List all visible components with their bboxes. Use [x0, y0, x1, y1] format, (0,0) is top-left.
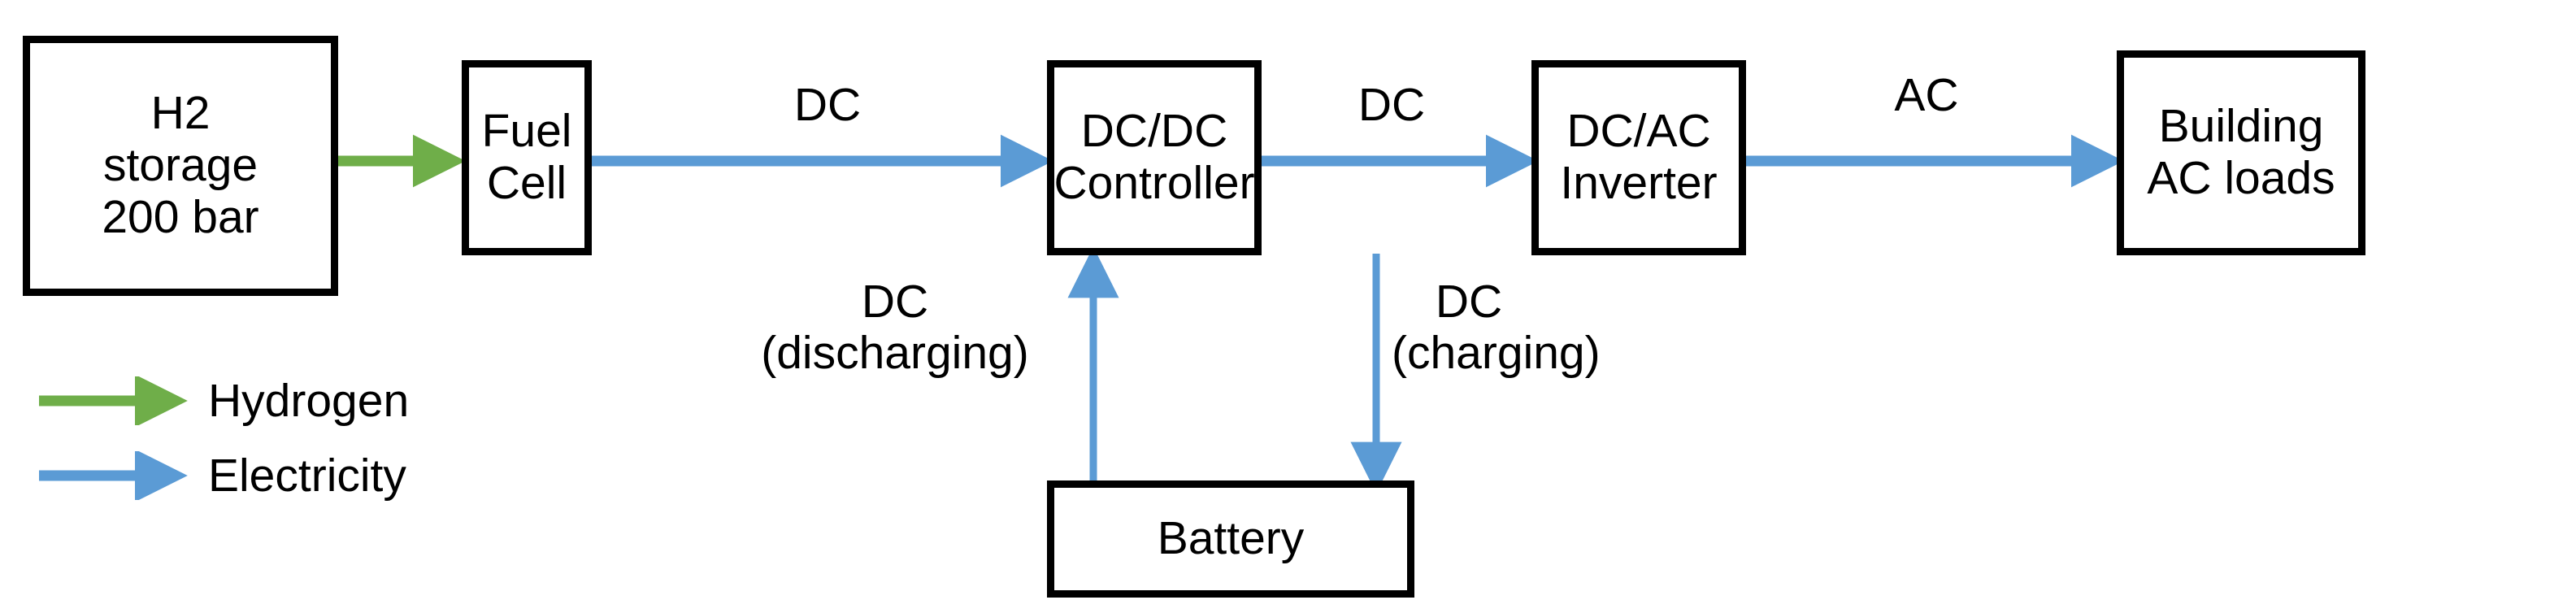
edge-label-fuelcell-to-dcdc: DC — [762, 80, 893, 131]
edge-label-inverter-to-building: AC — [1861, 70, 1992, 121]
node-battery-line-1: Battery — [1157, 512, 1305, 565]
node-dcdc-controller[interactable]: DC/DC Controller — [1047, 60, 1262, 255]
node-dcac-inverter[interactable]: DC/AC Inverter — [1531, 60, 1746, 255]
node-building-loads-line-1: Building — [2158, 100, 2324, 153]
node-dcac-inverter-line-2: Inverter — [1560, 157, 1718, 209]
node-h2-storage-line-3: 200 bar — [102, 190, 259, 243]
legend-item-hydrogen: Hydrogen — [33, 374, 409, 428]
legend-label-electricity: Electricity — [208, 450, 406, 502]
node-building-loads[interactable]: Building AC loads — [2117, 50, 2365, 255]
node-dcdc-controller-line-2: Controller — [1053, 157, 1255, 209]
edge-label-fuelcell-to-dcdc-text: DC — [793, 79, 862, 131]
legend-swatch-hydrogen-arrow-icon — [39, 376, 188, 425]
edge-label-battery-charging-line-1: DC — [1435, 276, 1503, 328]
node-building-loads-line-2: AC loads — [2147, 152, 2335, 204]
node-h2-storage-line-2: storage — [102, 139, 258, 192]
legend-label-hydrogen: Hydrogen — [208, 375, 410, 427]
node-fuel-cell-line-2: Cell — [486, 157, 567, 209]
edge-label-battery-charging: DC (charging) — [1392, 276, 1717, 378]
edge-label-battery-charging-line-2: (charging) — [1392, 326, 1601, 379]
legend-swatch-electricity-arrow-icon — [39, 451, 188, 500]
edge-label-battery-discharging-line-1: DC — [861, 276, 929, 328]
node-h2-storage[interactable]: H2 storage 200 bar — [23, 36, 338, 296]
legend-item-electricity: Electricity — [33, 449, 406, 502]
node-battery[interactable]: Battery — [1047, 480, 1414, 598]
node-dcac-inverter-line-1: DC/AC — [1566, 105, 1711, 158]
edge-label-battery-discharging: DC (discharging) — [712, 276, 1078, 378]
edge-label-inverter-to-building-text: AC — [1894, 69, 1959, 121]
node-fuel-cell[interactable]: Fuel Cell — [462, 60, 592, 255]
edge-label-battery-discharging-line-2: (discharging) — [761, 326, 1029, 379]
edge-label-dcdc-to-inverter-text: DC — [1358, 79, 1426, 131]
node-fuel-cell-line-1: Fuel — [481, 105, 572, 158]
legend: Hydrogen Electricity — [33, 374, 536, 520]
node-dcdc-controller-line-1: DC/DC — [1080, 105, 1228, 158]
node-h2-storage-line-1: H2 — [150, 87, 211, 140]
edge-label-dcdc-to-inverter: DC — [1327, 80, 1457, 131]
